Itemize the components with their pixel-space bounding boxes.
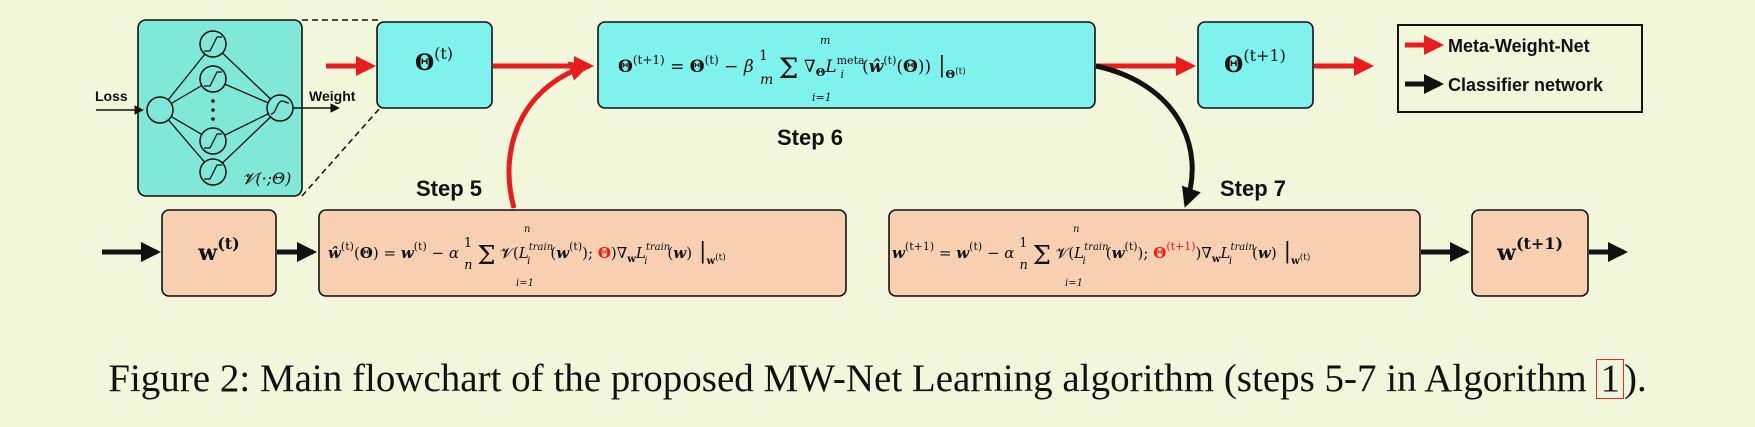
legend-meta-label: Meta-Weight-Net (1448, 36, 1590, 56)
hidden-nodes (199, 30, 227, 186)
svg-text:n: n (524, 224, 530, 235)
w-t-box: w(t) (161, 209, 277, 297)
network-function-label: 𝓥(·;Θ) (242, 169, 291, 188)
legend-classifier-label: Classifier network (1448, 75, 1604, 95)
w-t-text: w(t) (197, 234, 239, 266)
caption-end: ). (1623, 357, 1647, 400)
weight-label: Weight (309, 88, 356, 104)
step7-curve-arrow (1095, 63, 1201, 208)
input-node (146, 96, 174, 124)
w-t1-text: w(t+1) (1496, 234, 1563, 266)
legend: Meta-Weight-Net Classifier network (1397, 24, 1643, 113)
meta-weight-net-graph: Loss Weight 𝓥(·;Θ) (95, 19, 381, 197)
theta-t-text: Θ(t) (415, 44, 453, 76)
theta-t1-box: Θ(t+1) (1197, 21, 1314, 109)
svg-text:i=1: i=1 (1065, 278, 1083, 289)
loss-label: Loss (95, 88, 128, 104)
step6-label: Step 6 (777, 125, 843, 150)
svg-text:m: m (820, 34, 830, 47)
w-t1-box: w(t+1) (1471, 209, 1589, 297)
theta-t-box: Θ(t) (376, 21, 493, 109)
output-node (266, 94, 294, 122)
svg-text:i=1: i=1 (812, 91, 832, 104)
algorithm-reference-link[interactable]: 1 (1596, 359, 1624, 399)
svg-text:n: n (1073, 224, 1079, 235)
step5-label: Step 5 (416, 176, 482, 201)
figure-caption: Figure 2: Main flowchart of the proposed… (0, 356, 1755, 401)
svg-text:i=1: i=1 (516, 278, 534, 289)
step7-label: Step 7 (1220, 176, 1286, 201)
theta-t1-text: Θ(t+1) (1224, 46, 1286, 78)
caption-text: Figure 2: Main flowchart of the proposed… (108, 357, 1597, 400)
step5-curve-arrow (506, 61, 590, 209)
